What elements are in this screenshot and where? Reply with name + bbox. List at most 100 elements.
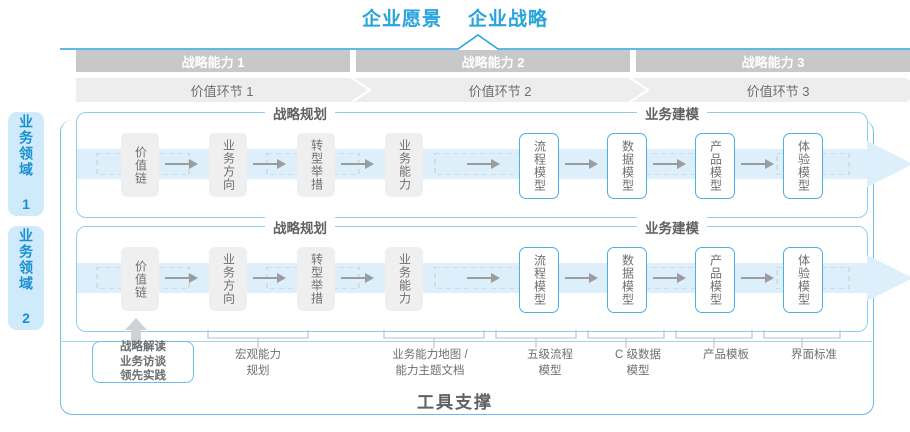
node-label: 转型举措	[309, 253, 324, 305]
tool-label-line-1: C 级数据	[615, 349, 661, 361]
tool-label-five-level-process: 五级流程 模型	[496, 348, 604, 379]
tool-label-line-2: 模型	[538, 364, 562, 377]
tool-label-capability-map: 业务能力地图 / 能力主题文档	[360, 348, 500, 379]
lane-domain-1: 价值链 业务方向 转型举措 业务能力 流程模型 数据模型 产品模型 体验模型 战…	[76, 103, 910, 218]
node-business-direction[interactable]: 业务方向	[209, 247, 247, 311]
node-transformation-measures[interactable]: 转型举措	[297, 247, 335, 311]
node-label: 业务能力	[397, 253, 412, 305]
tool-highlight-line-1: 战略解读	[120, 340, 166, 353]
arrow-right-icon	[253, 273, 286, 283]
value-stage-3[interactable]: 价值环节 3	[632, 78, 910, 102]
node-business-capability[interactable]: 业务能力	[385, 247, 423, 311]
capability-bar: 战略能力 1 战略能力 2 战略能力 3	[76, 50, 910, 72]
arrow-right-icon	[565, 159, 598, 169]
arrow-right-icon	[341, 273, 374, 283]
node-label: 价值链	[133, 145, 148, 185]
node-experience-model[interactable]: 体验模型	[783, 133, 823, 199]
tool-divider-line	[60, 341, 872, 342]
arrow-right-icon	[467, 159, 500, 169]
section-heading-planning-2: 战略规划	[265, 217, 335, 237]
tool-highlight-line-2: 业务访谈	[120, 355, 166, 368]
arrow-right-icon	[741, 273, 774, 283]
tool-label-line-1: 界面标准	[791, 349, 837, 361]
node-label: 业务能力	[397, 139, 412, 191]
section-heading-modeling-2: 业务建模	[637, 217, 707, 237]
chevron-shape	[76, 78, 368, 102]
domain-label-1-text: 业务领域 1	[18, 114, 35, 214]
node-business-direction[interactable]: 业务方向	[209, 133, 247, 197]
node-label: 产品模型	[708, 254, 723, 306]
node-label: 体验模型	[796, 140, 811, 192]
section-heading-text: 战略规划	[273, 107, 327, 122]
tool-label-line-1: 产品模板	[703, 349, 749, 361]
arrow-up-icon	[125, 318, 147, 344]
tool-highlight-line-3: 领先实践	[120, 370, 166, 383]
section-heading-modeling-1: 业务建模	[637, 103, 707, 123]
node-data-model[interactable]: 数据模型	[607, 247, 647, 313]
tool-label-macro-capability: 宏观能力 规划	[208, 348, 308, 379]
section-heading-text: 业务建模	[645, 221, 699, 236]
value-stage-bar: 价值环节 1 价值环节 2 价值环节 3	[76, 78, 910, 102]
domain-label-2-text: 业务领域 2	[18, 228, 35, 328]
tool-label-line-1: 宏观能力	[235, 349, 281, 361]
node-label: 业务方向	[221, 139, 236, 191]
node-label: 业务方向	[221, 253, 236, 305]
chevron-shape	[354, 78, 646, 102]
node-process-model[interactable]: 流程模型	[519, 247, 559, 313]
tool-label-line-1: 五级流程	[527, 349, 573, 361]
tent-connector-line	[60, 34, 910, 50]
arrow-right-icon	[165, 159, 198, 169]
lane-domain-2: 价值链 业务方向 转型举措 业务能力 流程模型 数据模型 产品模型 体验模型 战…	[76, 217, 910, 332]
value-stage-label: 价值环节 2	[468, 83, 532, 99]
node-product-model[interactable]: 产品模型	[695, 247, 735, 313]
tool-label-line-1: 业务能力地图 /	[392, 349, 468, 361]
tool-label-line-2: 规划	[246, 364, 270, 377]
node-label: 数据模型	[620, 140, 635, 192]
arrow-right-icon	[565, 273, 598, 283]
tool-label-line-2: 能力主题文档	[395, 364, 465, 377]
tool-label-c-level-data: C 级数据 模型	[584, 348, 692, 379]
node-transformation-measures[interactable]: 转型举措	[297, 133, 335, 197]
arrow-right-icon	[253, 159, 286, 169]
value-stage-2[interactable]: 价值环节 2	[354, 78, 646, 102]
enterprise-strategy-title: 企业战略	[468, 8, 549, 30]
node-business-capability[interactable]: 业务能力	[385, 133, 423, 197]
arrow-right-icon	[341, 159, 374, 169]
node-experience-model[interactable]: 体验模型	[783, 247, 823, 313]
arrow-right-icon	[741, 159, 774, 169]
node-label: 流程模型	[532, 140, 547, 192]
node-data-model[interactable]: 数据模型	[607, 133, 647, 199]
domain-label-2[interactable]: 业务领域 2	[8, 226, 44, 330]
section-heading-planning-1: 战略规划	[265, 103, 335, 123]
tool-label-line-2: 模型	[626, 364, 650, 377]
value-stage-label: 价值环节 3	[746, 83, 810, 99]
tool-label-ui-standard: 界面标准	[760, 348, 868, 364]
top-title-group: 企业愿景 企业战略	[0, 4, 910, 30]
capability-cell-2[interactable]: 战略能力 2	[356, 50, 630, 72]
value-stage-1[interactable]: 价值环节 1	[76, 78, 368, 102]
arrow-right-icon	[467, 273, 500, 283]
capability-cell-1[interactable]: 战略能力 1	[76, 50, 350, 72]
tool-label-product-template: 产品模板	[672, 348, 780, 364]
node-value-chain[interactable]: 价值链	[121, 247, 159, 311]
section-heading-text: 业务建模	[645, 107, 699, 122]
domain-label-1[interactable]: 业务领域 1	[8, 112, 44, 216]
node-label: 转型举措	[309, 139, 324, 191]
node-process-model[interactable]: 流程模型	[519, 133, 559, 199]
tool-highlight-box[interactable]: 战略解读 业务访谈 领先实践	[92, 341, 194, 383]
tool-support-title: 工具支撑	[417, 393, 493, 412]
tool-bracket-group	[207, 330, 841, 348]
node-label: 流程模型	[532, 254, 547, 306]
capability-cell-3[interactable]: 战略能力 3	[636, 50, 910, 72]
node-label: 数据模型	[620, 254, 635, 306]
arrow-right-icon	[653, 273, 686, 283]
chevron-shape	[632, 78, 910, 102]
node-value-chain[interactable]: 价值链	[121, 133, 159, 197]
node-label: 产品模型	[708, 140, 723, 192]
node-label: 价值链	[133, 259, 148, 299]
value-stage-label: 价值环节 1	[190, 83, 254, 99]
arrow-right-icon	[165, 273, 198, 283]
node-product-model[interactable]: 产品模型	[695, 133, 735, 199]
enterprise-vision-title: 企业愿景	[361, 8, 442, 30]
